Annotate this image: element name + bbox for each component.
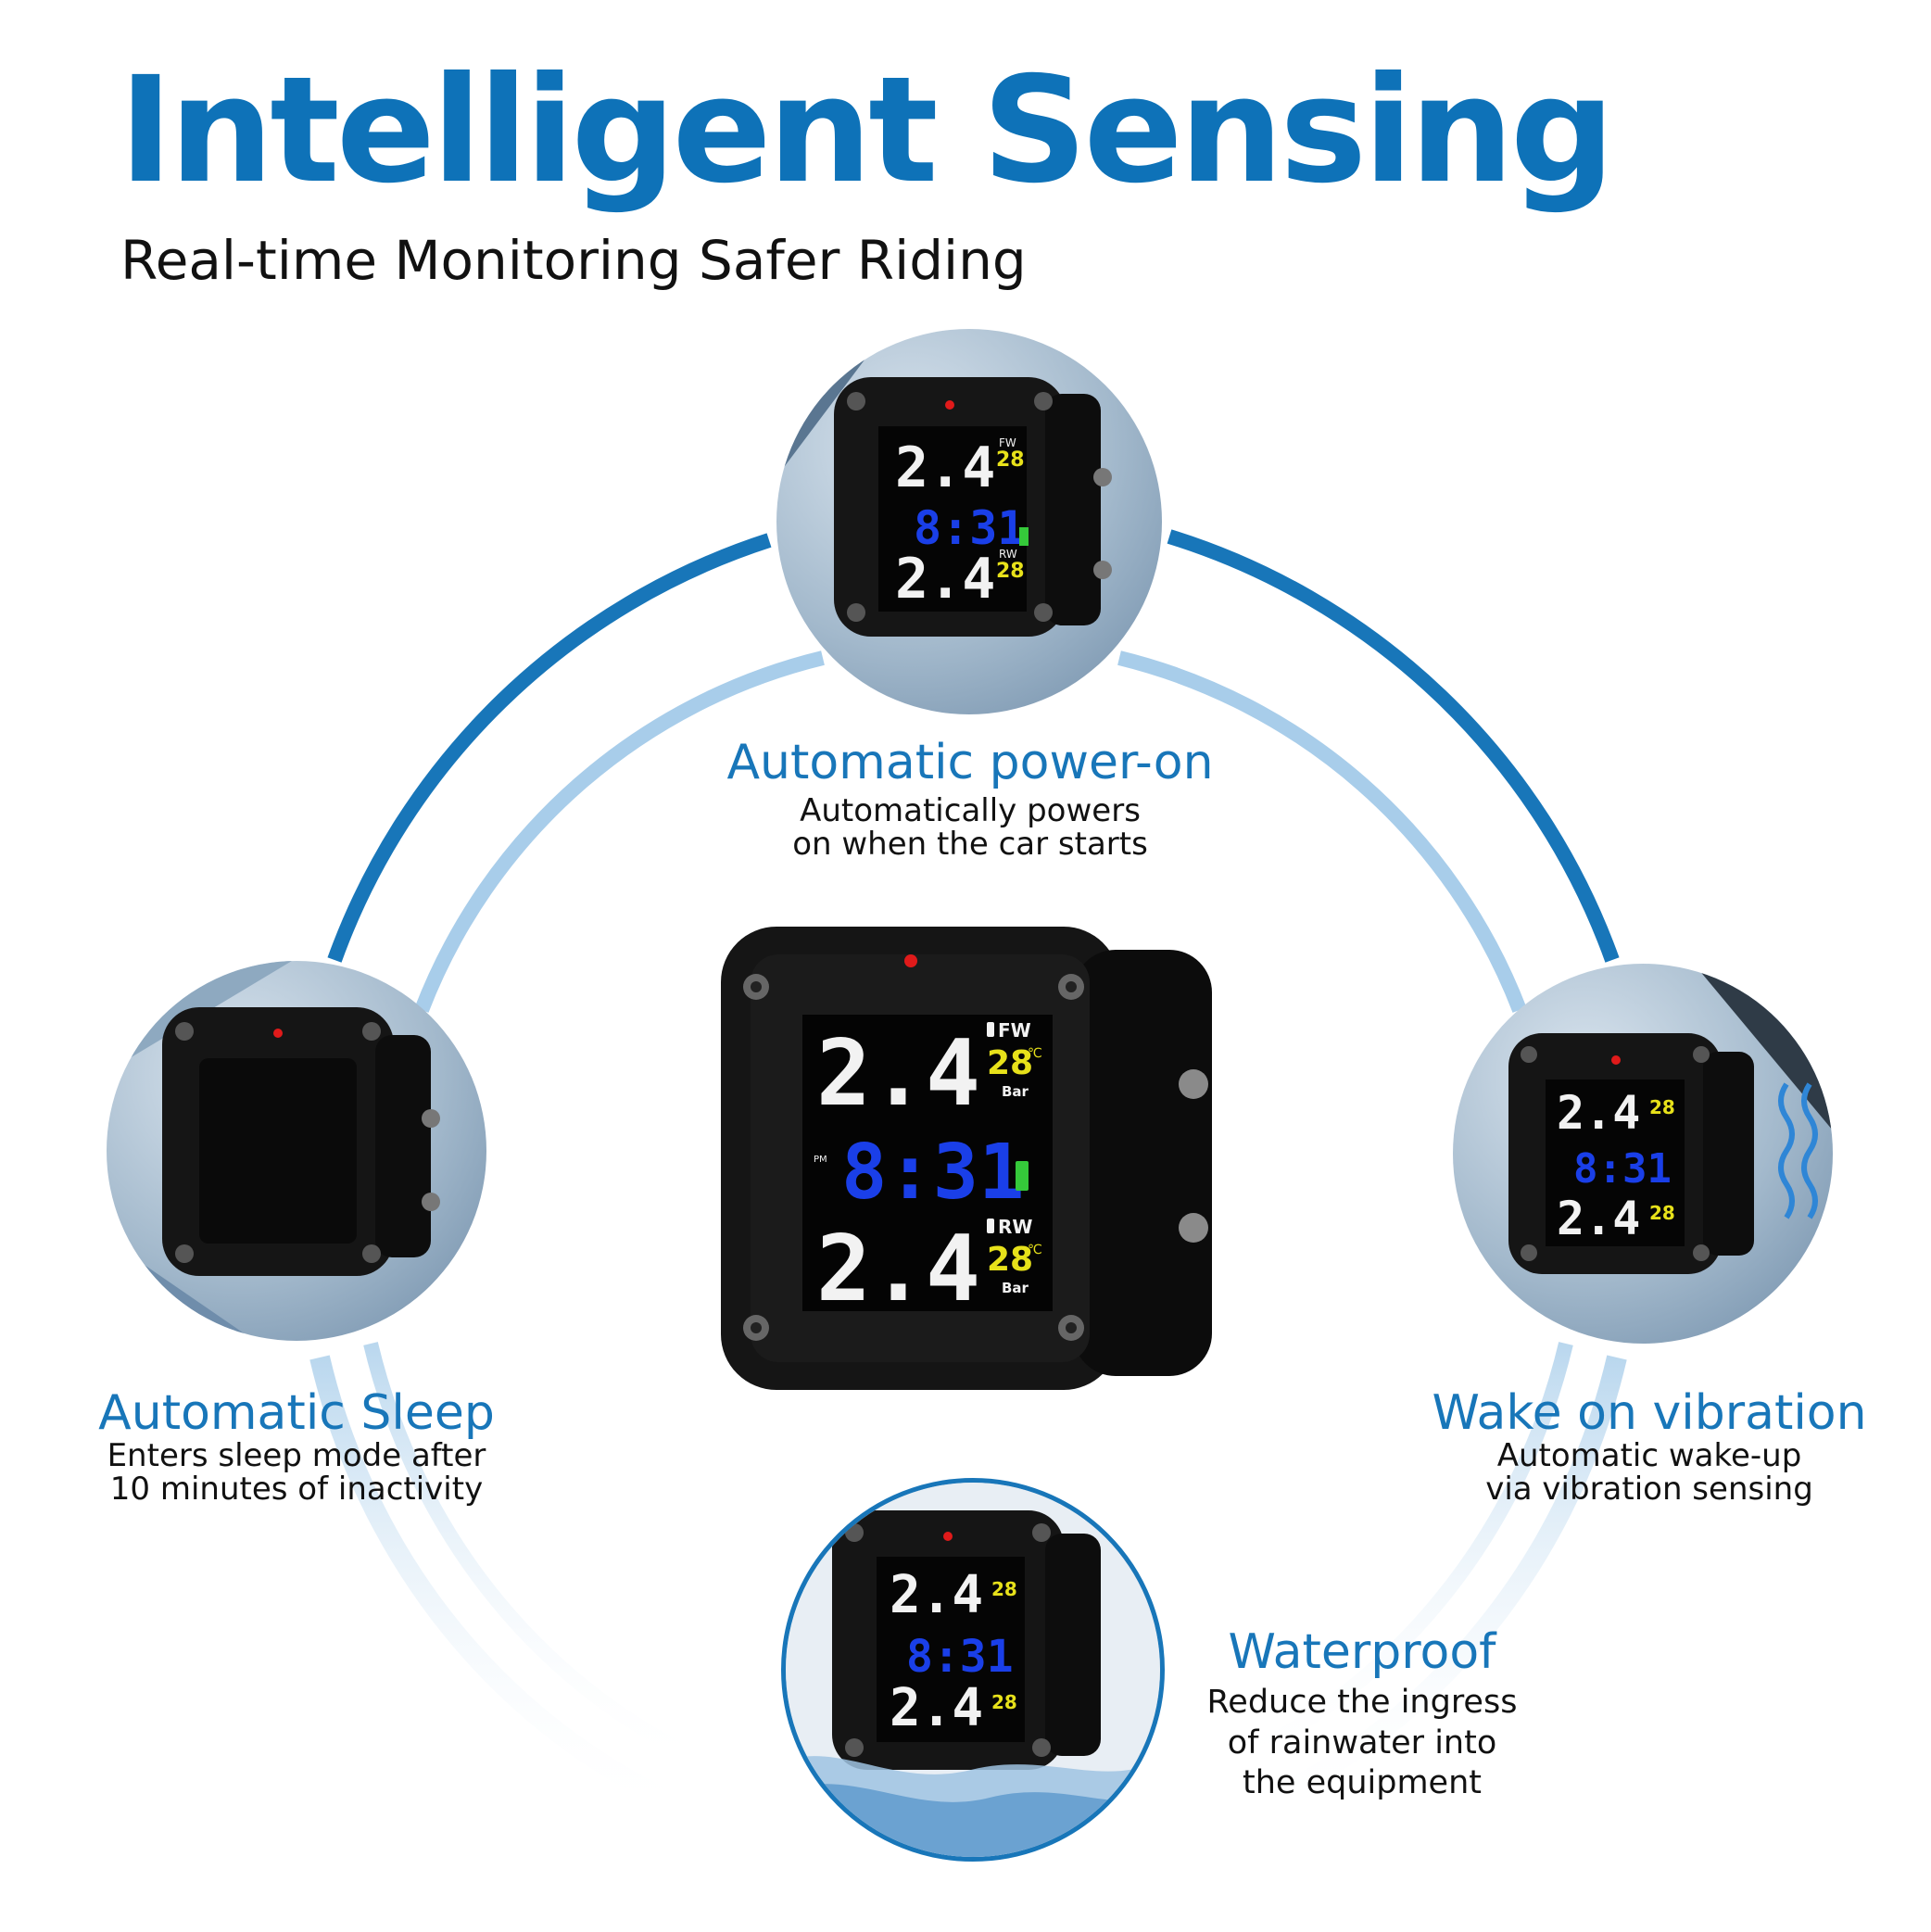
page-title: Intelligent Sensing [119, 45, 1615, 216]
center-rear-temp-unit: ℃ [1028, 1243, 1042, 1257]
page-subtitle: Real-time Monitoring Safer Riding [120, 229, 1027, 292]
rear-tire-icon [987, 1219, 994, 1233]
feature-vibration: Wake on vibration Automatic wake-up via … [1390, 1385, 1909, 1508]
center-rear-pressure: 2.4 [816, 1217, 980, 1322]
photo-vibration: 2.4 2.4 8:31 28 28 [1453, 964, 1833, 1344]
center-front-temp: 28 [987, 1044, 1033, 1082]
waterproof-front-temp: 28 [991, 1578, 1017, 1600]
lower-arc-left-2 [363, 1342, 726, 1777]
center-time: 8:31 [841, 1129, 1024, 1217]
waterproof-rear-temp: 28 [991, 1691, 1017, 1713]
status-led-icon [904, 954, 917, 967]
power-on-time: 8:31 [914, 501, 1025, 555]
vibration-rear-pressure: 2.4 [1557, 1192, 1640, 1245]
center-meridiem: PM [814, 1155, 827, 1165]
battery-icon [1016, 1161, 1029, 1191]
feature-power-on: Automatic power-on Automatically powers … [688, 735, 1253, 863]
vibration-front-pressure: 2.4 [1557, 1086, 1640, 1140]
inner-ring-arc-right [1117, 650, 1527, 1013]
center-front-unit: Bar [1002, 1083, 1029, 1100]
lower-arc-right-2 [1210, 1342, 1573, 1777]
power-on-rear-temp: 28 [996, 560, 1025, 583]
center-rear-label: RW [998, 1216, 1032, 1238]
lower-arc-right [1228, 1355, 1627, 1826]
center-rear-temp: 28 [987, 1241, 1033, 1279]
vibration-time: 8:31 [1573, 1145, 1672, 1193]
center-front-pressure: 2.4 [816, 1021, 980, 1127]
waterproof-time: 8:31 [906, 1631, 1014, 1683]
power-on-front-label: FW [999, 436, 1016, 449]
photo-waterproof: 2.4 2.4 8:31 28 28 [781, 1478, 1165, 1862]
outer-ring-arc-left [327, 533, 772, 963]
power-on-rear-pressure: 2.4 [895, 547, 995, 612]
feature-title: Wake on vibration [1432, 1385, 1867, 1441]
vibration-front-temp: 28 [1649, 1096, 1675, 1118]
feature-desc: Automatically powers on when the car sta… [792, 792, 1148, 863]
feature-waterproof: Waterproof Reduce the ingress of rainwat… [1158, 1624, 1566, 1803]
center-rear-unit: Bar [1002, 1280, 1029, 1296]
waterproof-front-pressure: 2.4 [890, 1565, 983, 1625]
power-on-front-temp: 28 [996, 448, 1025, 472]
lower-arc-left [309, 1355, 709, 1826]
feature-title: Waterproof [1228, 1624, 1496, 1680]
outer-ring-arc-right [1167, 529, 1620, 963]
feature-desc: Enters sleep mode after 10 minutes of in… [107, 1437, 486, 1508]
center-front-temp-unit: ℃ [1028, 1046, 1042, 1061]
sleep-blank-screen [199, 1058, 357, 1244]
photo-power-on: 2.4 2.4 8:31 28 28 FW RW [776, 329, 1162, 714]
power-on-rear-label: RW [999, 548, 1017, 561]
feature-sleep: Automatic Sleep Enters sleep mode after … [46, 1385, 547, 1508]
inner-ring-arc-left [414, 650, 825, 1013]
waterproof-rear-pressure: 2.4 [890, 1678, 983, 1738]
feature-title: Automatic Sleep [98, 1385, 495, 1441]
feature-title: Automatic power-on [726, 735, 1214, 790]
vibration-wave-icon [1778, 1082, 1795, 1219]
feature-desc: Reduce the ingress of rainwater into the… [1206, 1684, 1518, 1801]
center-front-label: FW [998, 1019, 1031, 1042]
feature-desc: Automatic wake-up via vibration sensing [1485, 1437, 1813, 1508]
lcd-screen [802, 1015, 1053, 1311]
vibration-rear-temp: 28 [1649, 1202, 1675, 1224]
photo-sleep [107, 961, 486, 1341]
front-tire-icon [987, 1022, 994, 1037]
power-on-front-pressure: 2.4 [895, 436, 995, 500]
center-device: 2.4 2.4 8:31 PM FW 28 ℃ Bar RW 28 ℃ Bar [721, 913, 1217, 1404]
